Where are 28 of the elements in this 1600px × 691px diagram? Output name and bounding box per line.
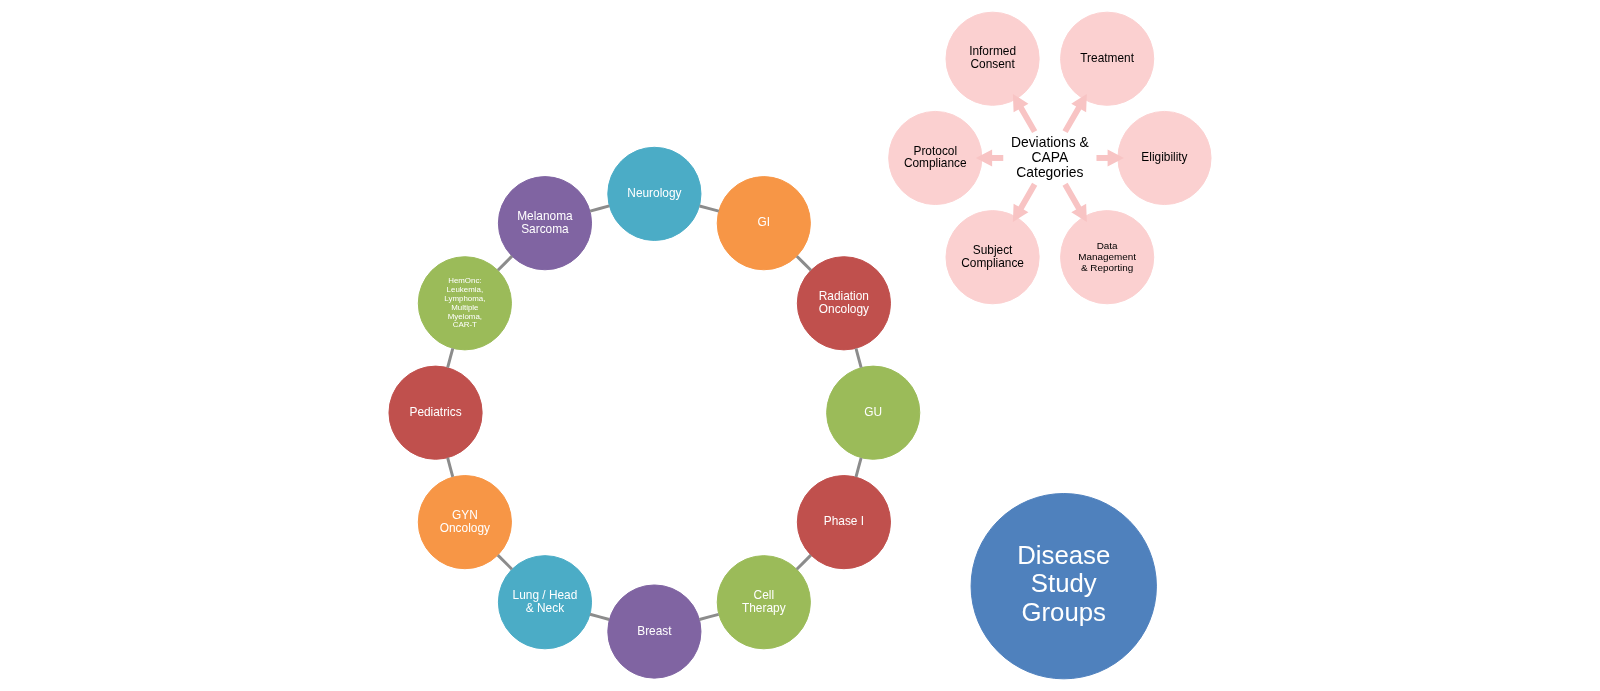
connector <box>446 347 455 368</box>
node-circle: GU <box>826 365 921 460</box>
arrow <box>1062 93 1087 134</box>
connector <box>496 554 513 571</box>
node-circle: Eligibility <box>1117 110 1212 206</box>
connector <box>589 204 610 213</box>
node-circle: Treatment <box>1060 11 1155 106</box>
connector <box>795 554 812 571</box>
arrow <box>1012 93 1038 134</box>
connector <box>446 457 455 478</box>
arrow <box>1012 182 1038 223</box>
node-circle: Neurology <box>607 146 702 241</box>
node-circle: Data Management & Reporting <box>1060 210 1155 305</box>
connector <box>854 457 863 478</box>
node-circle: Protocol Compliance <box>888 110 983 206</box>
connector <box>699 612 720 621</box>
connector <box>699 204 720 213</box>
connector <box>854 348 863 369</box>
connector <box>795 255 812 272</box>
arrow <box>1062 182 1087 223</box>
node-circle: Pediatrics <box>388 365 483 460</box>
node-circle: Informed Consent <box>945 11 1040 106</box>
connector <box>589 612 610 621</box>
node-circle: Subject Compliance <box>945 210 1040 305</box>
node-circle: Breast <box>607 584 702 679</box>
connector <box>496 255 514 272</box>
node-circle: Disease Study Groups <box>970 493 1157 680</box>
node-text: Deviations & CAPA Categories <box>1010 133 1089 180</box>
